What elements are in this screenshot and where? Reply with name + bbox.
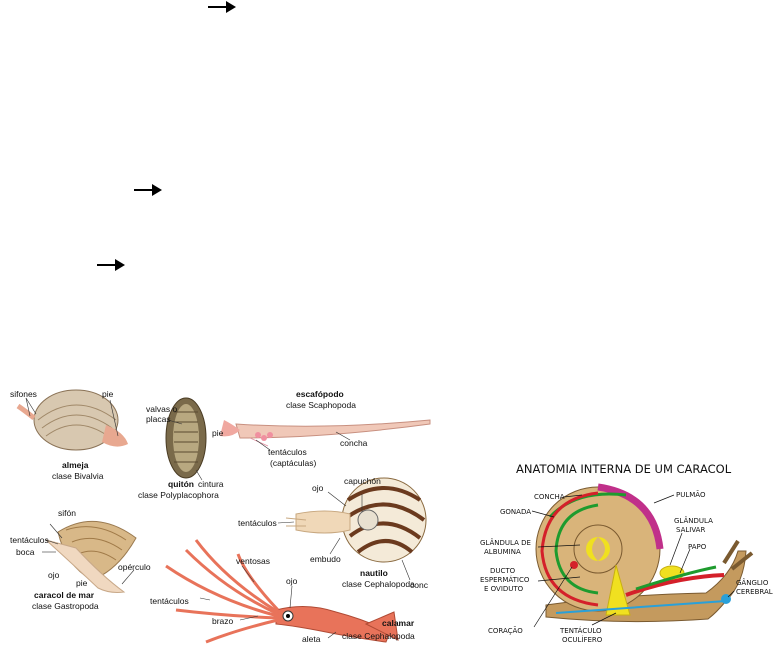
snail-anatomy-illustration: ANATOMIA INTERNA DE UM CARACOL CONCHA GO… xyxy=(480,462,773,644)
sea-snail-label-boca: boca xyxy=(16,547,35,557)
chiton-class: clase Polyplacophora xyxy=(138,490,219,500)
squid-label-brazo: brazo xyxy=(212,616,234,626)
tusk-shell-label-captaculas: (captáculas) xyxy=(270,458,316,468)
squid-label-ojo: ojo xyxy=(286,576,298,586)
snail-label-glandula-albumina-1: GLÂNDULA DE xyxy=(480,538,531,547)
snail-label-gonada: GONADA xyxy=(500,508,531,516)
chiton-illustration xyxy=(165,397,207,481)
arrow-icon xyxy=(208,0,236,14)
arrow-icon xyxy=(134,183,162,197)
arrow-icon xyxy=(97,258,125,272)
snail-label-concha: CONCHA xyxy=(534,493,565,501)
squid-label-tentaculos: tentáculos xyxy=(150,596,189,606)
nautilus-name: nautilo xyxy=(360,568,388,578)
squid-name: calamar xyxy=(382,618,415,628)
clam-illustration xyxy=(16,389,128,451)
clam-label-pie: pie xyxy=(102,389,114,399)
squid-class: clase Cephalopoda xyxy=(342,631,415,641)
snail-label-ganglio-2: CEREBRAL xyxy=(736,588,773,596)
sea-snail-class: clase Gastropoda xyxy=(32,601,99,611)
chiton-label-cintura: cintura xyxy=(198,479,224,489)
nautilus-class: clase Cephalopoda xyxy=(342,579,415,589)
snail-label-ducto-3: E OVIDUTO xyxy=(484,585,524,593)
mollusk-classes-illustration: sifones pie almeja clase Bivalvia valvas… xyxy=(10,389,431,644)
snail-label-tentaculo-1: TENTÁCULO xyxy=(559,626,602,635)
tusk-shell-name: escafópodo xyxy=(296,389,344,399)
snail-label-ganglio-1: GÂNGLIO xyxy=(736,578,769,587)
sea-snail-label-pie: pie xyxy=(76,578,88,588)
clam-label-sifones: sifones xyxy=(10,389,37,399)
sea-snail-label-sifon: sifón xyxy=(58,508,76,518)
nautilus-label-conc: conc xyxy=(410,580,429,590)
snail-label-ducto-2: ESPERMÁTICO xyxy=(480,575,530,584)
tusk-shell-label-pie: pie xyxy=(212,428,224,438)
tusk-shell-class: clase Scaphopoda xyxy=(286,400,356,410)
sea-snail-name: caracol de mar xyxy=(34,590,95,600)
tusk-shell-label-concha: concha xyxy=(340,438,368,448)
squid-label-ventosas: ventosas xyxy=(236,556,270,566)
squid-illustration xyxy=(165,539,399,644)
tusk-shell-illustration xyxy=(220,419,431,451)
clam-class: clase Bivalvia xyxy=(52,471,104,481)
snail-label-pulmao: PULMÃO xyxy=(676,490,706,499)
clam-name: almeja xyxy=(62,460,89,470)
snail-label-papo: PAPO xyxy=(688,543,707,551)
nautilus-illustration xyxy=(277,477,427,581)
snail-label-glandula-albumina-2: ALBUMINA xyxy=(484,548,521,556)
squid-label-aleta: aleta xyxy=(302,634,321,644)
nautilus-label-embudo: embudo xyxy=(310,554,341,564)
snail-label-coracao: CORAÇÃO xyxy=(488,626,523,635)
sea-snail-label-ojo: ojo xyxy=(48,570,60,580)
mollusk-classes-figure: sifones pie almeja clase Bivalvia valvas… xyxy=(6,380,436,650)
snail-anatomy-figure: ANATOMIA INTERNA DE UM CARACOL CONCHA GO… xyxy=(476,455,776,650)
nautilus-label-tentaculos: tentáculos xyxy=(238,518,277,528)
tusk-shell-label-tentaculos: tentáculos xyxy=(268,447,307,457)
chiton-label-valvas: valvas o xyxy=(146,404,177,414)
snail-label-glandula-salivar-2: SALIVAR xyxy=(676,526,705,534)
chiton-name: quitón xyxy=(168,479,194,489)
snail-label-ducto-1: DUCTO xyxy=(490,567,516,575)
snail-label-glandula-salivar-1: GLÂNDULA xyxy=(674,516,713,525)
sea-snail-label-operculo: opérculo xyxy=(118,562,151,572)
sea-snail-illustration xyxy=(42,520,137,593)
snail-figure-title: ANATOMIA INTERNA DE UM CARACOL xyxy=(516,462,732,476)
nautilus-label-capuchon: capuchón xyxy=(344,476,381,486)
chiton-label-placas: placas xyxy=(146,414,171,424)
sea-snail-label-tentaculos: tentáculos xyxy=(10,535,49,545)
nautilus-label-ojo: ojo xyxy=(312,483,324,493)
snail-label-tentaculo-2: OCULÍFERO xyxy=(562,635,603,644)
